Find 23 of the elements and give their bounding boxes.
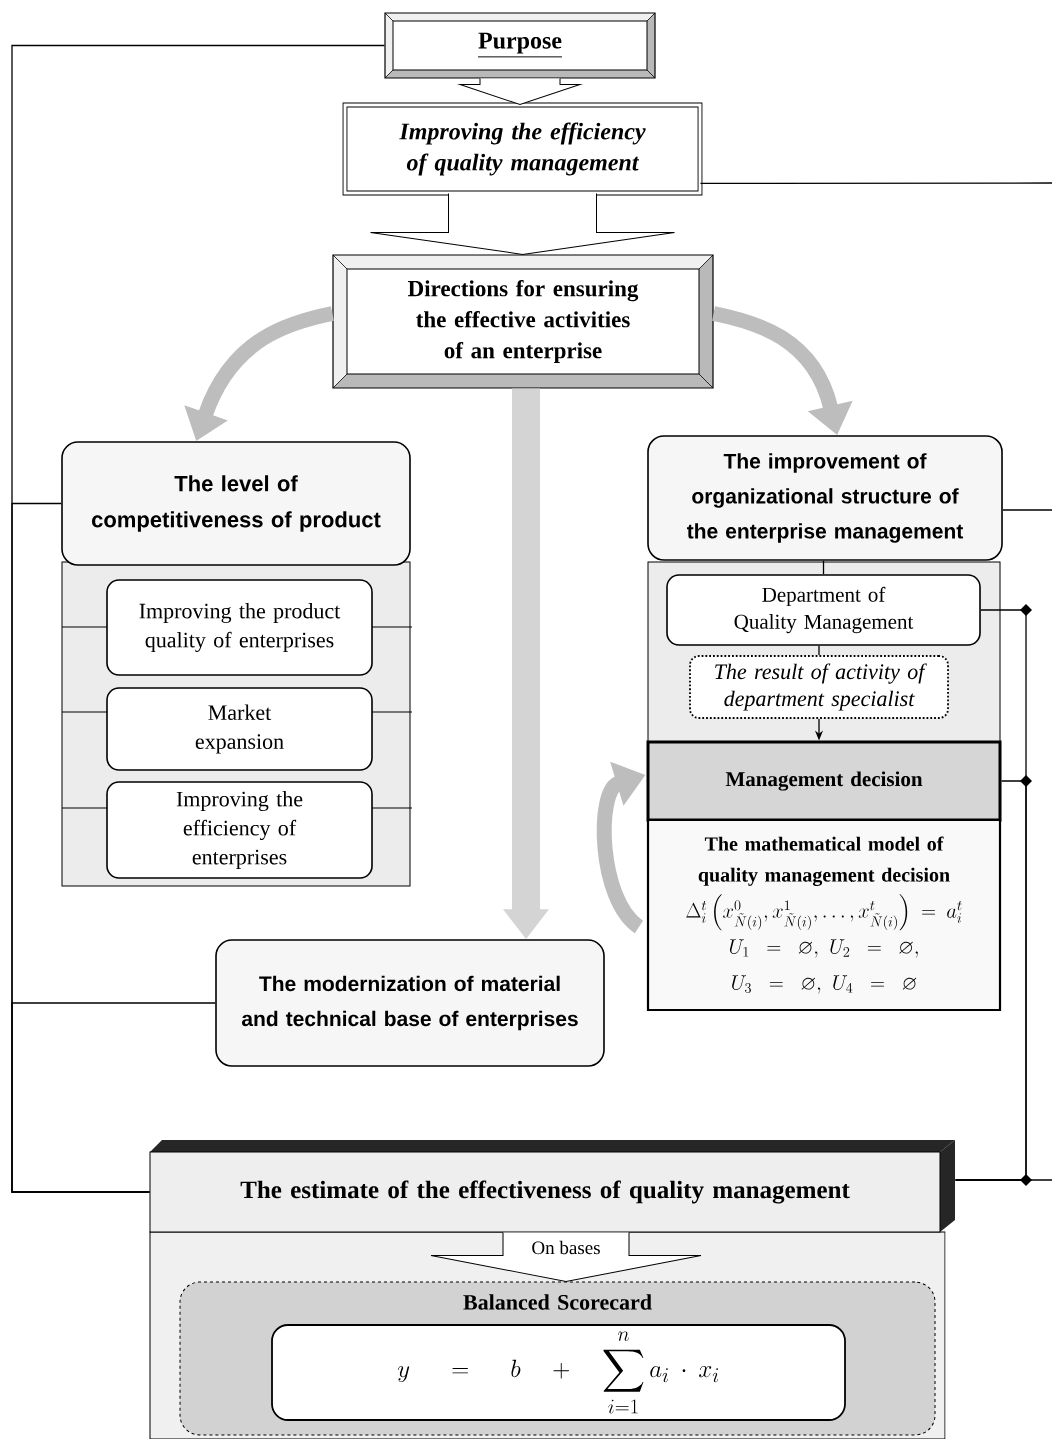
connector-line xyxy=(699,182,1052,185)
3d-box: The estimate of the effectiveness of quality management xyxy=(149,1140,955,1233)
rounded-box: Department of Quality Management xyxy=(666,574,981,646)
rounded-box: Improving the product quality of enterprises xyxy=(106,579,373,676)
decision-box: Management decision xyxy=(646,740,1002,822)
connector-line xyxy=(822,560,825,575)
rounded-box: The modernization of material and technical base of enterprises xyxy=(215,939,605,1067)
connector-line xyxy=(954,780,1027,1181)
connector-line xyxy=(818,645,820,656)
dotted-box: The result of activity of department specialist xyxy=(689,655,949,719)
formula-box: $y \;=\; b \;+\; \sum_{i=1}^{n} a_i \cdot x_i$ xyxy=(271,1324,846,1421)
bevel-box: Directions for ensuring the effective activities of an enterprise xyxy=(332,254,714,389)
connector-line xyxy=(1002,509,1052,511)
rounded-box: Improving the efficiency of enterprises xyxy=(106,781,373,879)
rounded-box: The improvement of organizational structure of the enterprise management xyxy=(647,435,1003,561)
model-box: The mathematical model of quality management decision $\Delta_i^t\left(x^0_{\tilde{N}(i)}, x^1_{\tilde{N}(i)}, \ldots, x^t_{\tilde{N}(i)}\right) = a_i^t$ $U_1 = \varnothing,\ U_2 = \varnothing,$ $U_3 = \varnothing,\ U_4 = \varnothing$ xyxy=(646,818,1002,1012)
block-arrow xyxy=(370,192,675,255)
bevel-box: Purpose xyxy=(384,12,656,79)
rounded-box: The level of competitiveness of product xyxy=(61,441,411,566)
block-arrow xyxy=(459,78,581,106)
rounded-box: Market expansion xyxy=(106,687,373,771)
connector-line xyxy=(11,1002,216,1193)
double-frame-box: Improving the efficiency of quality management xyxy=(342,102,703,196)
